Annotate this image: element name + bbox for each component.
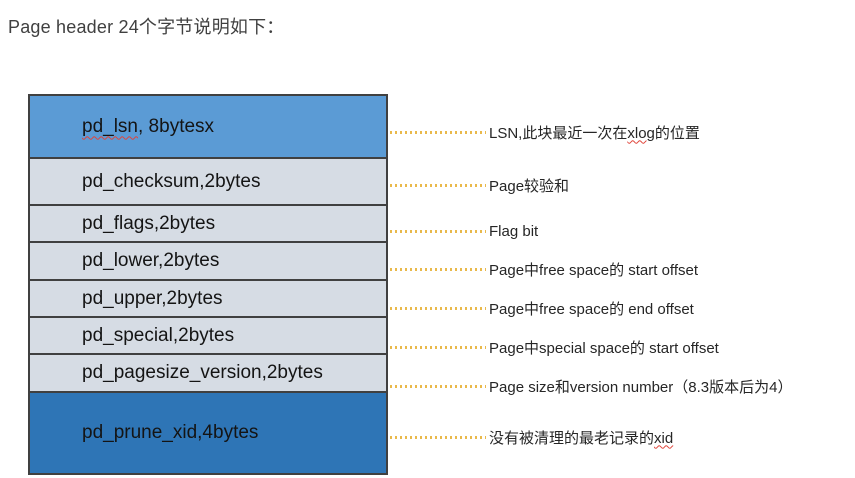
annotation-text: Page较验和: [489, 177, 570, 195]
annotation-text: Flag bit: [489, 222, 539, 240]
row-label: pd_lower,2bytes: [82, 250, 220, 271]
annotation-text: Page size和version number（8.3版本后为4）: [489, 378, 793, 396]
row-label-misspelled-part: pd_lsn: [82, 115, 138, 137]
row-label: pd_flags,2bytes: [82, 212, 216, 234]
row-pd-lsn: pd_lsn, 8bytesx: [30, 96, 386, 157]
annotation-text: Page中free space的 end offset: [489, 300, 694, 318]
row-label: pd_pagesize_version,2bytes: [82, 362, 323, 383]
row-label: pd_checksum,2bytes: [82, 170, 261, 192]
annotation-pd-pagesize-version: Page size和version number（8.3版本后为4）: [390, 375, 792, 397]
dotted-leader-line: [390, 384, 486, 388]
row-label: pd_prune_xid,4bytes: [82, 422, 259, 443]
row-pd-flags: pd_flags,2bytes: [30, 204, 386, 241]
annotation-pd-lsn: LSN,此块最近一次在xlog的位置: [390, 121, 700, 143]
page-header-diagram: pd_lsn, 8bytesx pd_checksum,2bytes pd_fl…: [28, 94, 388, 475]
row-label: pd_special,2bytes: [82, 324, 235, 346]
page-title: Page header 24个字节说明如下：: [8, 17, 285, 37]
annotation-pd-upper: Page中free space的 end offset: [390, 297, 694, 319]
row-pd-lower: pd_lower,2bytes: [30, 241, 386, 279]
row-pd-special: pd_special,2bytes: [30, 316, 386, 353]
dotted-leader-line: [390, 267, 486, 271]
row-pd-checksum: pd_checksum,2bytes: [30, 157, 386, 204]
dotted-leader-line: [390, 229, 486, 233]
dotted-leader-line: [390, 130, 486, 134]
row-pd-pagesize-version: pd_pagesize_version,2bytes: [30, 353, 386, 391]
row-label: , 8bytesx: [138, 115, 215, 137]
dotted-leader-line: [390, 306, 486, 310]
row-pd-prune-xid: pd_prune_xid,4bytes: [30, 391, 386, 473]
annotation-text: Page中free space的 start offset: [489, 261, 698, 279]
annotation-pd-checksum: Page较验和: [390, 174, 569, 196]
dotted-leader-line: [390, 345, 486, 349]
row-label: pd_upper,2bytes: [82, 287, 223, 309]
annotation-pd-flags: Flag bit: [390, 220, 538, 242]
dotted-leader-line: [390, 183, 486, 187]
annotation-text: LSN,此块最近一次在xlog的位置: [489, 124, 700, 142]
annotation-pd-special: Page中special space的 start offset: [390, 336, 719, 358]
row-pd-upper: pd_upper,2bytes: [30, 279, 386, 316]
misspelled-word: xlog: [627, 124, 655, 142]
annotation-pd-prune-xid: 没有被清理的最老记录的xid: [390, 426, 673, 448]
annotation-pd-lower: Page中free space的 start offset: [390, 258, 698, 280]
misspelled-word: xid: [654, 429, 674, 447]
dotted-leader-line: [390, 435, 486, 439]
annotation-text: 没有被清理的最老记录的xid: [489, 429, 674, 447]
annotation-text: Page中special space的 start offset: [489, 339, 719, 357]
